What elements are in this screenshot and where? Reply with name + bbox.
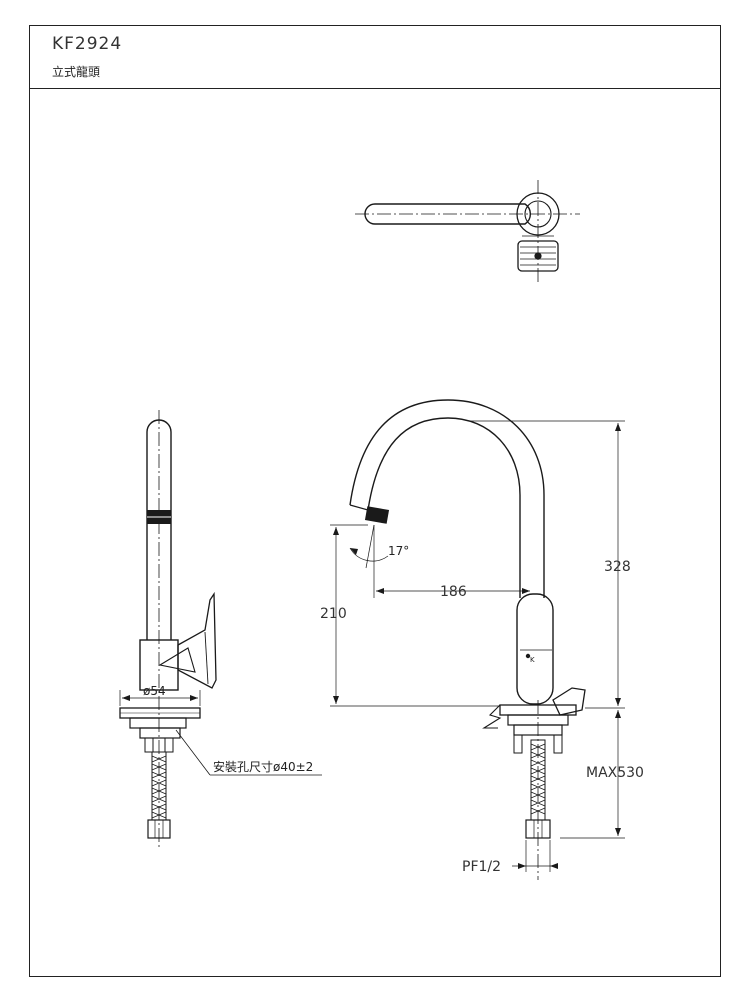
top-view bbox=[355, 180, 580, 285]
side-view bbox=[119, 410, 322, 850]
reach-label: 186 bbox=[440, 584, 467, 600]
base-diameter-label: ø54 bbox=[143, 684, 166, 698]
svg-text:K: K bbox=[530, 656, 535, 664]
spout-height-label: 210 bbox=[320, 606, 347, 622]
header-separator bbox=[29, 88, 721, 89]
model-number: KF2924 bbox=[52, 34, 123, 54]
max-length-label: MAX530 bbox=[586, 765, 644, 781]
front-view: K bbox=[330, 399, 625, 880]
hole-size-label: 安裝孔尺寸ø40±2 bbox=[213, 759, 313, 774]
thread-label: PF1/2 bbox=[462, 859, 501, 875]
product-name: 立式龍頭 bbox=[52, 65, 101, 79]
drawing-frame bbox=[29, 25, 721, 977]
total-height-label: 328 bbox=[604, 559, 631, 575]
angle-label: 17° bbox=[388, 544, 409, 558]
